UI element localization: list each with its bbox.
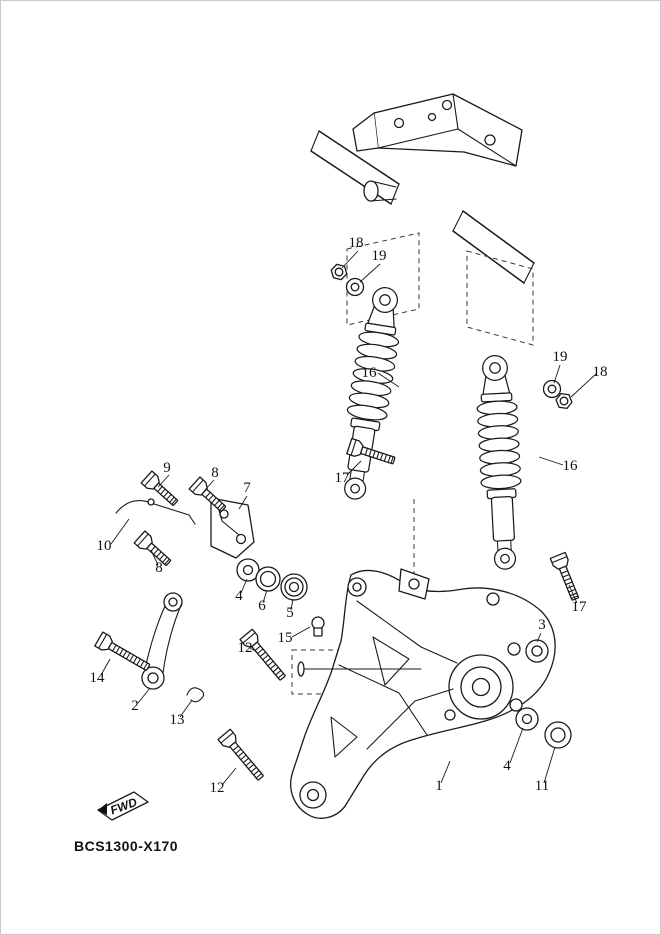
end-cap	[544, 721, 572, 749]
callout-18-right: 18	[593, 364, 608, 380]
bolt-8-upper	[188, 476, 230, 516]
callout-8-lower: 8	[155, 560, 163, 576]
callout-16-right: 16	[563, 458, 579, 474]
callout-6: 6	[258, 598, 266, 614]
callout-leaders	[100, 250, 597, 786]
bushing	[525, 639, 549, 663]
callout-13: 13	[170, 712, 185, 728]
callout-10: 10	[97, 538, 112, 554]
bolt-12-lower	[217, 728, 268, 784]
callout-4-left: 4	[235, 588, 243, 604]
callout-17-left: 17	[335, 470, 351, 486]
callout-1: 1	[435, 778, 443, 794]
callout-12-lower: 12	[210, 780, 225, 796]
callout-4-right: 4	[503, 758, 511, 774]
wire-clip	[115, 498, 196, 525]
bolt-17-right	[549, 551, 584, 603]
frame-bracket	[352, 93, 523, 167]
bolt-8-lower	[133, 530, 175, 570]
callout-2: 2	[131, 698, 139, 714]
bolt-9	[140, 470, 182, 510]
shock-absorber-right	[473, 354, 527, 571]
callout-9: 9	[163, 460, 171, 476]
callout-11: 11	[535, 778, 549, 794]
cable-clamp	[311, 616, 325, 637]
callouts: 18 19 16 17 19 18 16 17 9 8 7 10 8 4 6 5…	[90, 235, 608, 796]
callout-7: 7	[243, 480, 251, 496]
washer-right	[542, 379, 562, 399]
fwd-marker: FWD	[97, 791, 149, 821]
callout-5: 5	[286, 605, 294, 621]
callout-15: 15	[278, 630, 293, 646]
bolt-14	[94, 631, 153, 676]
thrust-washer-left	[236, 558, 260, 582]
callout-3: 3	[538, 617, 546, 633]
swingarm	[290, 568, 556, 819]
spring-clip	[186, 687, 205, 703]
diagram-code: BCS1300-X170	[74, 838, 178, 854]
callout-14: 14	[90, 670, 106, 686]
callout-18-left: 18	[349, 235, 364, 251]
bearing	[280, 573, 308, 601]
callout-16-left: 16	[362, 365, 378, 381]
thrust-washer-right	[515, 707, 539, 731]
callout-12-upper: 12	[238, 640, 253, 656]
flange-nut-left	[328, 262, 350, 282]
torque-arm	[141, 592, 183, 690]
callout-17-right: 17	[572, 599, 588, 615]
oil-seal	[255, 566, 281, 592]
callout-8-upper: 8	[211, 465, 219, 481]
callout-19-right: 19	[553, 349, 568, 365]
callout-19-left: 19	[372, 248, 387, 264]
